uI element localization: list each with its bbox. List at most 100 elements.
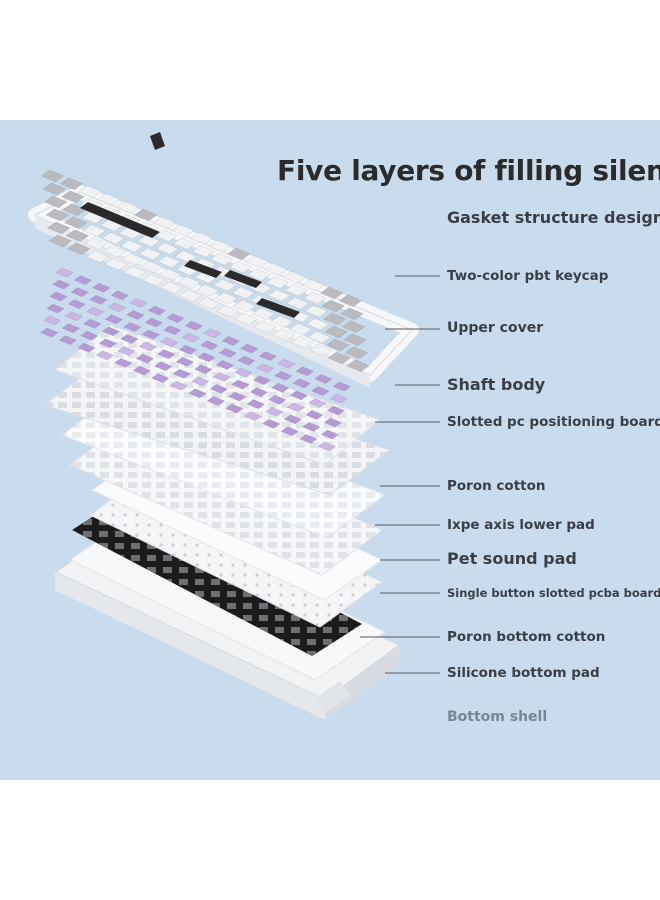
keycap [338,294,363,308]
switch [114,358,133,368]
keycap [344,346,369,360]
keycap [157,255,181,269]
switch [203,328,222,339]
switch [240,343,259,354]
keycap [305,317,330,331]
keycap [136,234,161,248]
switch [55,267,74,278]
keycap [64,216,88,230]
keycap [301,278,326,292]
keycap [82,224,107,237]
switch [252,375,272,386]
keycap [319,286,344,300]
switch [92,282,111,293]
switch [110,290,130,301]
keycap [341,320,366,334]
switch [147,305,167,316]
switch [64,311,84,322]
keycap [322,312,347,326]
keycap [195,284,220,297]
label-silicone-pad: Silicone bottom pad [447,665,600,681]
keycap [172,237,197,250]
label-ixpe-pad: Ixpe axis lower pad [447,517,595,533]
keycap [228,260,253,274]
label-shaft-body: Shaft body [447,375,546,394]
keycap [231,286,256,300]
switch [178,344,198,355]
keycap [46,221,71,235]
keycap [191,245,215,258]
switch [98,338,118,349]
keycap [122,265,147,279]
keycap [48,234,73,248]
switch [138,341,158,352]
switch [326,405,346,416]
switch [258,351,278,362]
switch [280,426,300,437]
keycap [285,297,310,310]
keycap [177,276,201,289]
switch [221,336,241,346]
switch [120,334,139,344]
switch [271,382,290,393]
switch [126,310,145,320]
switch [323,417,343,428]
switch [163,325,182,336]
keycap [102,245,127,258]
switch [157,349,176,360]
keycap [307,330,332,344]
switch [215,360,235,370]
switch [209,384,229,394]
keycap [251,307,276,321]
keycap [104,258,128,271]
keycap [302,291,327,305]
switch [188,388,207,399]
keycap [65,229,90,243]
switch [265,406,284,417]
keycap [308,343,333,357]
keycap [178,289,203,302]
keycap [197,297,221,310]
keycap [209,252,234,266]
keycap [290,336,314,349]
switch [200,340,219,351]
switch [234,367,253,378]
switch [129,298,148,308]
diagram-title: Five layers of filling silencer [277,154,660,187]
switch [144,317,164,328]
diagram-subtitle: Gasket structure design [447,208,660,227]
switch [184,320,204,331]
switch [151,373,170,384]
switch [132,365,152,376]
keycap [253,320,277,334]
keycap [247,268,271,282]
switch-grid [40,267,352,452]
keycap [264,263,288,276]
switch [231,379,250,390]
keycap [321,299,346,313]
keycap [234,312,259,326]
switch [86,306,105,317]
switch [49,291,68,302]
keycap [270,315,294,328]
keycap-grid [40,169,370,373]
keycap [284,284,308,297]
keycap [121,252,146,266]
switch [289,390,309,401]
switch [73,275,93,286]
switch [83,318,102,329]
keycap [245,255,270,269]
keycap [212,278,237,292]
keycap [226,247,251,261]
switch [255,363,275,374]
switch [52,279,71,290]
keycap [139,260,164,274]
keycap [160,281,184,295]
keycap [133,208,158,222]
keycap [214,291,239,305]
keycap [325,338,350,352]
switch [197,352,216,363]
keycap [78,185,102,198]
switch [317,441,337,452]
label-keycap: Two-color pbt keycap [447,268,609,284]
